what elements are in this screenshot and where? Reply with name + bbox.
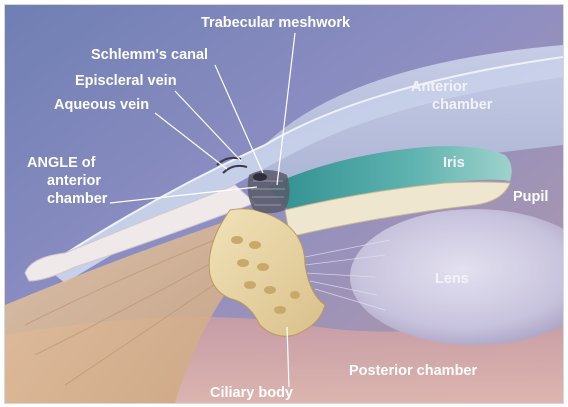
- label-angle-line2: anterior: [47, 173, 101, 189]
- eye-anatomy-illustration: Trabecular meshwork Schlemm's canal Epis…: [5, 5, 563, 403]
- label-iris: Iris: [443, 155, 465, 171]
- label-angle-line3: chamber: [47, 191, 108, 207]
- label-trabecular-meshwork: Trabecular meshwork: [201, 15, 351, 31]
- label-episcleral-vein: Episcleral vein: [75, 73, 177, 89]
- label-pupil: Pupil: [513, 189, 548, 205]
- label-lens: Lens: [435, 271, 469, 287]
- schlemms-canal-shape: [253, 173, 267, 181]
- label-anterior-chamber-line2: chamber: [432, 97, 493, 113]
- label-posterior-chamber: Posterior chamber: [349, 363, 477, 379]
- eye-anatomy-figure: Trabecular meshwork Schlemm's canal Epis…: [4, 4, 564, 404]
- label-angle-line1: ANGLE of: [27, 155, 96, 171]
- label-ciliary-body: Ciliary body: [210, 385, 293, 401]
- label-aqueous-vein: Aqueous vein: [54, 97, 149, 113]
- label-anterior-chamber-line1: Anterior: [411, 79, 468, 95]
- label-schlemms-canal: Schlemm's canal: [91, 47, 208, 63]
